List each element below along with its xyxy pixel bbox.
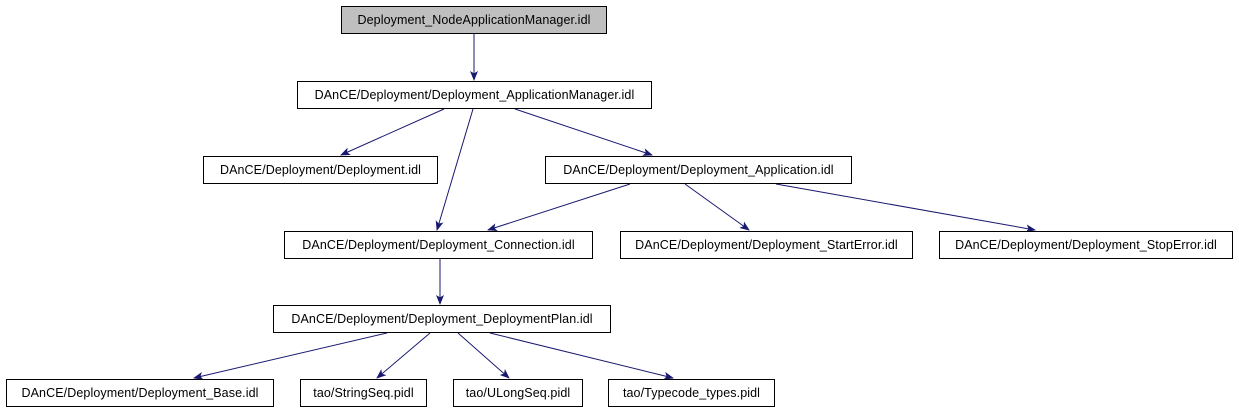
graph-node-ulongseq[interactable]: tao/ULongSeq.pidl xyxy=(453,379,583,407)
graph-edge xyxy=(435,108,474,231)
graph-node-label: tao/Typecode_types.pidl xyxy=(622,385,761,400)
graph-node-deploymentplan[interactable]: DAnCE/Deployment/Deployment_DeploymentPl… xyxy=(273,305,611,333)
graph-node-label: DAnCE/Deployment/Deployment.idl xyxy=(219,162,422,177)
graph-node-base[interactable]: DAnCE/Deployment/Deployment_Base.idl xyxy=(6,379,274,407)
graph-node-label: DAnCE/Deployment/Deployment_Base.idl xyxy=(21,385,259,400)
graph-node-typecode[interactable]: tao/Typecode_types.pidl xyxy=(608,379,775,407)
graph-node-label: DAnCE/Deployment/Deployment_StopError.id… xyxy=(955,237,1217,252)
graph-node-starterror[interactable]: DAnCE/Deployment/Deployment_StartError.i… xyxy=(620,231,913,259)
graph-node-stoperror[interactable]: DAnCE/Deployment/Deployment_StopError.id… xyxy=(939,231,1233,259)
graph-edge xyxy=(775,183,1036,233)
graph-edge xyxy=(514,108,653,156)
graph-node-label: DAnCE/Deployment/Deployment_DeploymentPl… xyxy=(291,311,593,326)
graph-node-connection[interactable]: DAnCE/Deployment/Deployment_Connection.i… xyxy=(284,231,593,259)
graph-node-label: tao/ULongSeq.pidl xyxy=(465,385,571,400)
graph-edge xyxy=(457,332,510,379)
graph-node-deployment[interactable]: DAnCE/Deployment/Deployment.idl xyxy=(203,156,438,184)
graph-node-label: DAnCE/Deployment/Deployment_ApplicationM… xyxy=(314,87,635,102)
graph-node-label: DAnCE/Deployment/Deployment_Connection.i… xyxy=(302,237,575,252)
graph-node-application[interactable]: DAnCE/Deployment/Deployment_Application.… xyxy=(545,156,852,184)
graph-node-nodeapplicationmanager[interactable]: Deployment_NodeApplicationManager.idl xyxy=(341,6,607,34)
graph-edge xyxy=(340,108,445,156)
graph-node-applicationmanager[interactable]: DAnCE/Deployment/Deployment_ApplicationM… xyxy=(297,81,652,109)
graph-edge xyxy=(489,332,674,380)
graph-node-label: DAnCE/Deployment/Deployment_StartError.i… xyxy=(635,237,898,252)
graph-node-stringseq[interactable]: tao/StringSeq.pidl xyxy=(300,379,427,407)
graph-node-label: DAnCE/Deployment/Deployment_Application.… xyxy=(563,162,834,177)
graph-edge xyxy=(193,332,388,380)
graph-edge xyxy=(376,332,431,379)
graph-edge xyxy=(487,183,631,232)
graph-edge xyxy=(684,183,750,231)
graph-node-label: Deployment_NodeApplicationManager.idl xyxy=(357,12,591,27)
graph-node-label: tao/StringSeq.pidl xyxy=(313,385,414,400)
